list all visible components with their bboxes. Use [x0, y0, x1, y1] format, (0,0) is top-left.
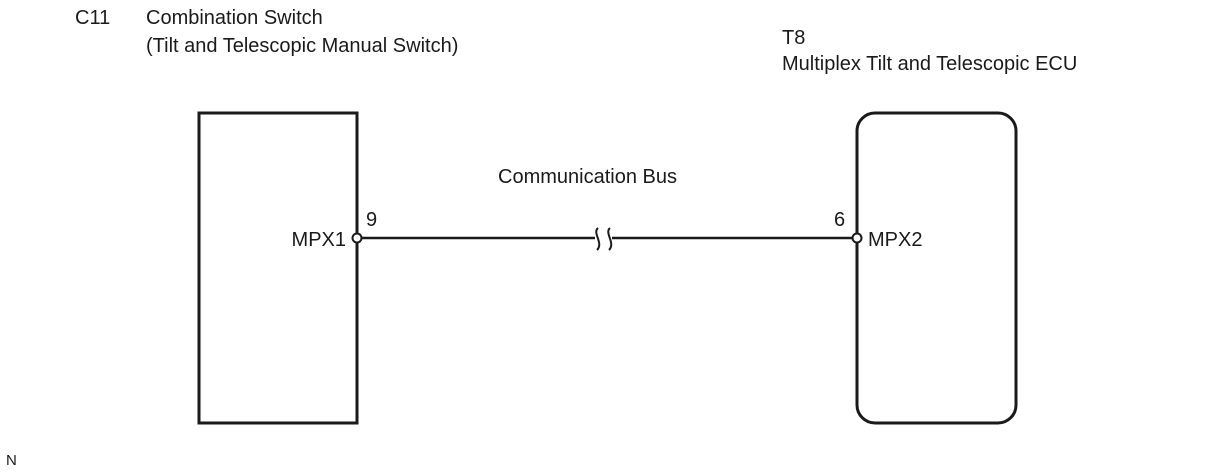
- left-component-name: Combination Switch: [146, 7, 323, 29]
- left-pin-label: MPX1: [292, 229, 346, 251]
- left-pin-number: 9: [366, 209, 377, 231]
- wire-break-mark: [595, 227, 613, 251]
- bus-label: Communication Bus: [498, 166, 677, 188]
- right-pin-label: MPX2: [868, 229, 922, 251]
- right-component-box: [855, 111, 1018, 425]
- corner-mark: N: [6, 452, 17, 469]
- left-component-code: C11: [75, 7, 111, 29]
- left-component-box: [197, 111, 359, 425]
- left-terminal: [351, 232, 363, 244]
- left-component-subtitle: (Tilt and Telescopic Manual Switch): [146, 35, 459, 57]
- right-component-name: Multiplex Tilt and Telescopic ECU: [782, 53, 1078, 75]
- right-pin-number: 6: [834, 209, 845, 231]
- right-terminal: [851, 232, 863, 244]
- right-component-code: T8: [782, 27, 806, 49]
